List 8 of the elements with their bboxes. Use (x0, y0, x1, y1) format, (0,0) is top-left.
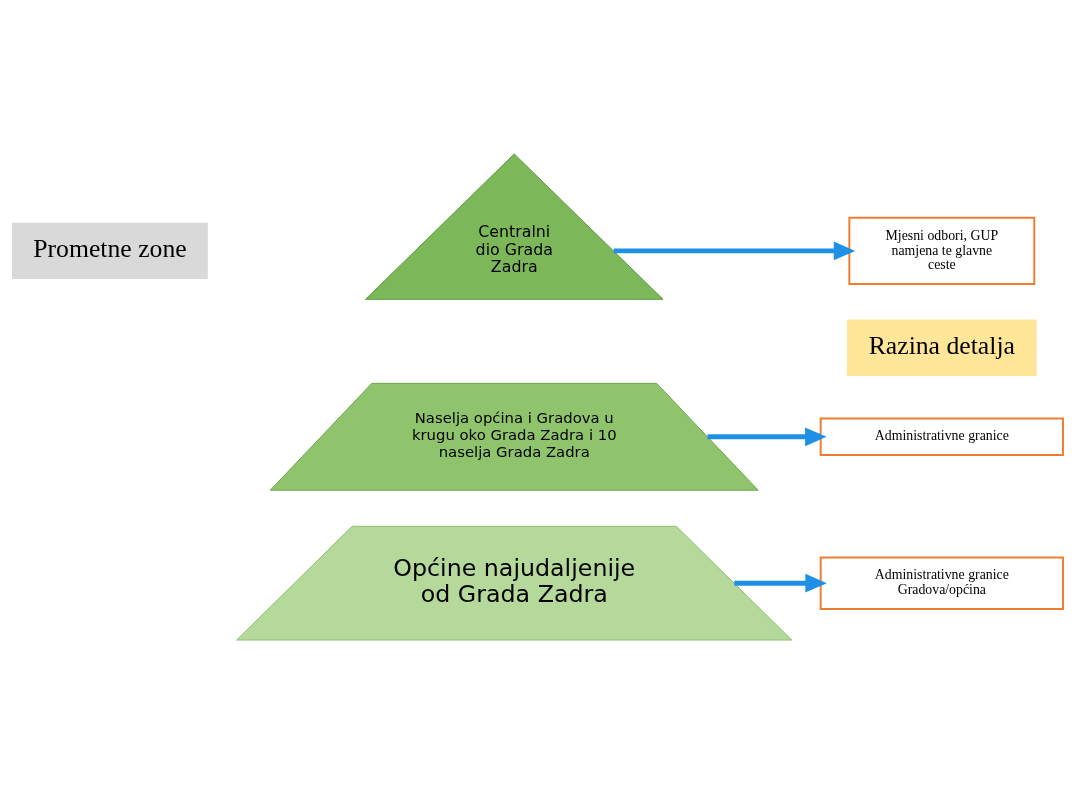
arrow (734, 573, 827, 593)
label: Razina detalja (868, 330, 1015, 360)
arrow (707, 426, 827, 446)
node-box: Administrativne granice (819, 417, 1064, 456)
label: Prometne zone (33, 233, 187, 263)
node-box: Administrativne granice Gradova/općina (819, 555, 1064, 610)
node-box: Mjesni odbori, GUP namjena te glavne ceste (848, 216, 1036, 285)
arrow (613, 240, 856, 260)
